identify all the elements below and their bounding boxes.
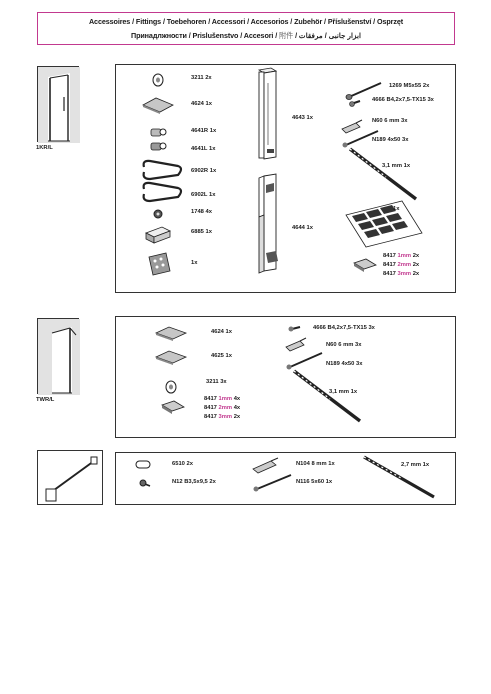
shower-door-1kr-icon — [38, 67, 80, 143]
panel1-drawings — [142, 67, 423, 276]
tile-grid-icon — [345, 200, 423, 248]
p2-shim-2: 8417 2mm 4x — [204, 405, 241, 411]
p1-code-n189: N189 4x50 3x — [372, 137, 409, 143]
screw-4666-icon — [288, 326, 301, 332]
hinge-4641l-icon — [150, 142, 167, 151]
p2-code-4624: 4624 1x — [211, 329, 232, 335]
p2-shim-1: 8417 1mm 4x — [204, 396, 241, 402]
p1-code-4641l: 4641L 1x — [191, 146, 216, 152]
header-title-line1: Accessoires / Fittings / Toebehoren / Ac… — [88, 17, 404, 26]
plug-n60-icon — [341, 119, 363, 134]
p1-tile-qty: 1x — [393, 206, 400, 212]
thumb-label-twr: TWR/L — [36, 397, 55, 403]
cap-3211-icon — [152, 73, 164, 87]
screw-n116-icon — [253, 474, 292, 492]
plate-4625-icon — [154, 350, 188, 365]
thumb-1kr — [37, 66, 80, 143]
p1-code-n60: N60 6 mm 3x — [372, 118, 408, 124]
p2-code-3211: 3211 3x — [206, 379, 227, 385]
header-line2-a: Принадлжности / Prislušenstvo / Accesori… — [131, 31, 280, 40]
plate-4624-icon — [142, 97, 174, 114]
p3-code-n104: N104 8 mm 1x — [296, 461, 335, 467]
shim-8417-icon — [353, 258, 377, 272]
seal-6902r-icon — [142, 159, 183, 181]
screw-n12-icon — [139, 479, 151, 487]
thumb-support-bar — [37, 450, 103, 505]
thumb-twr — [37, 318, 80, 395]
p3-drill-2-7: 2,7 mm 1x — [401, 462, 430, 468]
p3-code-n116: N116 5x60 1x — [296, 479, 333, 485]
header-line2-c: / — [293, 31, 299, 40]
cap-3211-icon — [165, 380, 177, 394]
wall-panel-twr-icon — [38, 319, 80, 395]
shim-8417-icon — [161, 400, 185, 414]
header-box: Accessoires / Fittings / Toebehoren / Ac… — [37, 12, 455, 45]
p1-code-1748: 1748 4x — [191, 209, 212, 215]
panel2-drawings — [154, 326, 362, 423]
plate-4624-icon — [154, 326, 188, 341]
p1-shim-3: 8417 3mm 2x — [383, 271, 420, 277]
thumb-label-1kr: 1KR/L — [36, 145, 53, 151]
p1-code-3211: 3211 2x — [191, 75, 212, 81]
screw-1269-icon — [345, 82, 382, 100]
header-line2-b: 附件 — [279, 31, 294, 40]
screw-4666-icon — [349, 100, 361, 107]
fittings-panel-2: 4624 1x 4625 1x 3211 3x 8417 1mm 4x 8417… — [115, 316, 456, 438]
handle-4643-icon — [257, 67, 278, 160]
p1-code-1269: 1269 M5x55 2x — [389, 83, 430, 89]
drill-bit-2-7-icon — [363, 455, 435, 499]
p1-code-6902r: 6902R 1x — [191, 168, 217, 174]
knob-1748-icon — [153, 209, 163, 219]
p1-code-4641r: 4641R 1x — [191, 128, 217, 134]
screw-n189-icon — [342, 130, 379, 148]
cap-6510-icon — [135, 460, 151, 469]
block-6885-icon — [145, 226, 171, 244]
drill-bit-3-1-icon — [292, 369, 362, 423]
p1-shim-2: 8417 2mm 2x — [383, 262, 420, 268]
p1-code-6885: 6885 1x — [191, 229, 212, 235]
p3-code-n12: N12 B3,5x9,5 2x — [172, 479, 216, 485]
p2-code-4666: 4666 B4,2x7,5-TX15 3x — [313, 325, 375, 331]
hinge-4641r-icon — [150, 128, 167, 137]
p2-shim-3: 8417 3mm 2x — [204, 414, 241, 420]
header-title-line2: Принадлжности / Prislušenstvo / Accesori… — [38, 31, 454, 41]
p2-code-n189: N189 4x50 3x — [326, 361, 363, 367]
p2-code-n60: N60 6 mm 3x — [326, 342, 362, 348]
p3-code-6510: 6510 2x — [172, 461, 193, 467]
panel3-drawings — [135, 455, 435, 499]
drill-bit-3-1-icon — [348, 147, 418, 201]
p1-code-4666: 4666 B4,2x7,5-TX15 3x — [372, 97, 434, 103]
fittings-panel-1: 3211 2x 4624 1x 4641R 1x 4641L 1x 6902R … — [115, 64, 456, 293]
screw-n189-icon — [286, 352, 323, 370]
seal-6902l-icon — [142, 181, 183, 203]
p1-code-4643: 4643 1x — [292, 115, 313, 121]
support-bar-icon — [45, 456, 98, 502]
dot-pad-icon — [148, 252, 171, 276]
p1-pad-qty: 1x — [191, 260, 198, 266]
fittings-panel-3: 6510 2x N12 B3,5x9,5 2x N104 8 mm 1x N11… — [115, 452, 456, 505]
plug-n60-icon — [285, 337, 307, 352]
header-line2-d: ابزار جانبی / مرفقات — [298, 31, 361, 40]
p1-code-4624: 4624 1x — [191, 101, 212, 107]
p1-code-4644: 4644 1x — [292, 225, 313, 231]
p1-drill-3-1: 3,1 mm 1x — [382, 163, 411, 169]
plug-n104-icon — [252, 457, 279, 474]
p1-code-6902l: 6902L 1x — [191, 192, 216, 198]
p2-drill-3-1: 3,1 mm 1x — [329, 389, 358, 395]
p2-code-4625: 4625 1x — [211, 353, 232, 359]
p1-shim-1: 8417 1mm 2x — [383, 253, 420, 259]
handle-4644-icon — [258, 173, 278, 274]
